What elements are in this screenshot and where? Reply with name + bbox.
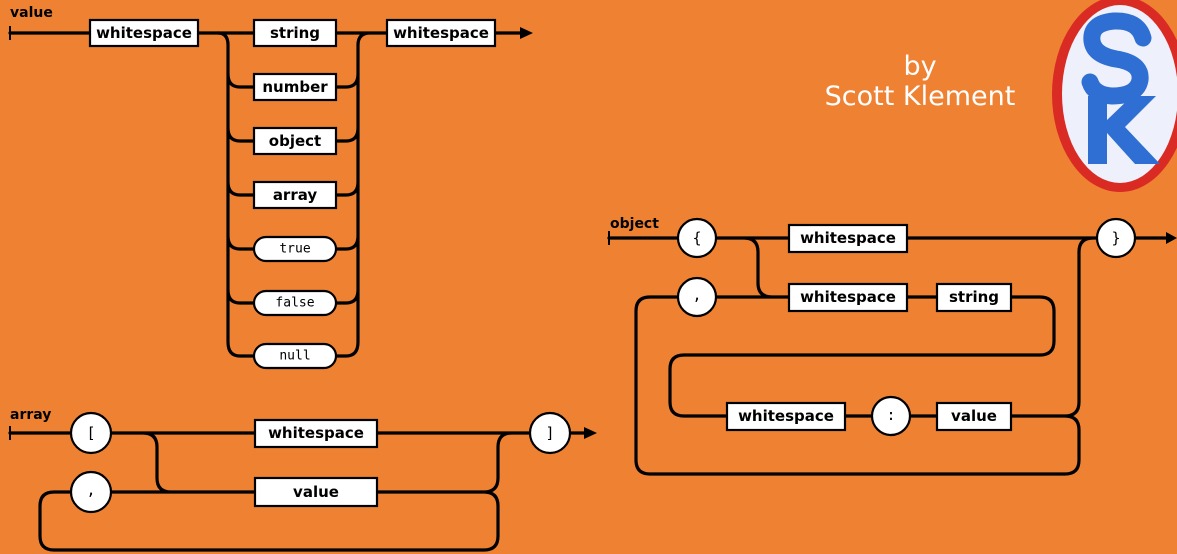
object-separator-comma: , xyxy=(676,276,718,318)
svg-text:value: value xyxy=(951,407,997,425)
object-exit-arrow xyxy=(1166,232,1177,244)
array-rails xyxy=(8,431,587,552)
object-open-brace: { xyxy=(676,217,718,259)
value-trail-box: whitespace xyxy=(385,18,497,48)
svg-text:null: null xyxy=(279,349,310,364)
value-choice-array: array xyxy=(252,180,338,210)
logo-letter-s xyxy=(1081,12,1152,105)
object-diagram: object { , } : whitespace whitespace xyxy=(607,216,1177,476)
array-exit-arrow xyxy=(584,427,597,439)
array-diagram-title: array xyxy=(10,407,51,423)
object-value-whitespace-box: whitespace xyxy=(725,401,847,432)
byline: by Scott Klement xyxy=(800,52,1040,112)
svg-text:{: { xyxy=(692,229,701,247)
value-choice-string: string xyxy=(252,18,338,48)
value-lead-box: whitespace xyxy=(88,18,200,48)
svg-text:number: number xyxy=(262,78,328,96)
array-open-bracket: [ xyxy=(69,411,113,455)
svg-text:}: } xyxy=(1111,229,1120,247)
svg-text:value: value xyxy=(293,483,339,501)
value-diagram-title: value xyxy=(10,5,53,21)
value-choice-object: object xyxy=(252,126,338,156)
value-choice-number: number xyxy=(252,72,338,102)
byline-prefix: by xyxy=(903,51,937,82)
sk-logo xyxy=(1052,0,1177,192)
svg-text:whitespace: whitespace xyxy=(800,288,896,306)
value-literal-null: null xyxy=(252,342,338,370)
object-colon: : xyxy=(870,395,912,437)
svg-text:object: object xyxy=(269,132,321,150)
array-diagram: array [ , ] whitespace value xyxy=(8,407,597,552)
svg-text:true: true xyxy=(279,242,310,257)
array-whitespace-box: whitespace xyxy=(253,418,379,449)
svg-text:string: string xyxy=(949,288,999,306)
svg-text:,: , xyxy=(692,286,701,304)
svg-text:false: false xyxy=(275,296,314,311)
object-diagram-title: object xyxy=(610,216,659,232)
value-lead-label: whitespace xyxy=(96,24,192,42)
svg-text:whitespace: whitespace xyxy=(268,424,364,442)
object-value-box: value xyxy=(935,401,1013,432)
svg-text:array: array xyxy=(273,186,318,204)
value-right-branches xyxy=(334,31,389,358)
value-trail-label: whitespace xyxy=(393,24,489,42)
array-value-box: value xyxy=(253,476,379,508)
svg-text:]: ] xyxy=(545,424,554,442)
object-close-brace: } xyxy=(1095,217,1137,259)
value-diagram: value whitespace whitespace string numbe… xyxy=(8,5,533,370)
value-literal-true: true xyxy=(252,235,338,263)
object-key-string-box: string xyxy=(935,282,1013,313)
byline-author: Scott Klement xyxy=(824,81,1016,112)
array-close-bracket: ] xyxy=(528,411,572,455)
object-whitespace-box: whitespace xyxy=(787,223,909,254)
logo-letter-k xyxy=(1088,96,1160,164)
svg-text:[: [ xyxy=(86,424,95,442)
array-separator-comma: , xyxy=(69,470,113,514)
object-key-whitespace-box: whitespace xyxy=(787,282,909,313)
object-rails xyxy=(607,236,1172,476)
svg-text:string: string xyxy=(270,24,320,42)
svg-text:whitespace: whitespace xyxy=(738,407,834,425)
value-exit-arrow xyxy=(520,27,533,39)
svg-text::: : xyxy=(886,406,895,424)
svg-text:whitespace: whitespace xyxy=(800,229,896,247)
value-literal-false: false xyxy=(252,289,338,317)
svg-text:,: , xyxy=(86,481,95,499)
value-left-branches xyxy=(216,31,256,358)
